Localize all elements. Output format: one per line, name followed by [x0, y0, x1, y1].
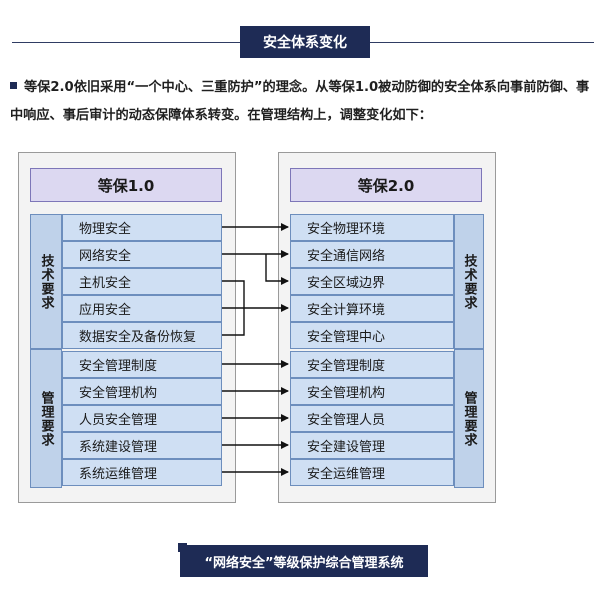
left-mgmt-item: 系统运维管理	[62, 459, 222, 486]
left-mgmt-item: 人员安全管理	[62, 405, 222, 432]
header-rule-left	[12, 42, 240, 43]
category-mgmt-left-label: 管理要求	[38, 390, 54, 447]
left-mgmt-item: 安全管理机构	[62, 378, 222, 405]
category-tech-right: 技术要求	[454, 214, 484, 349]
header-rule-right	[370, 42, 594, 43]
category-mgmt-right: 管理要求	[454, 349, 484, 488]
intro-text: 等保2.0依旧采用“一个中心、三重防护”的理念。从等保1.0被动防御的安全体系向…	[10, 80, 590, 123]
category-tech-left-label: 技术要求	[38, 253, 54, 310]
left-mgmt-item: 安全管理制度	[62, 351, 222, 378]
arrow-network-to-boundary	[265, 254, 289, 285]
right-tech-item: 安全物理环境	[290, 214, 454, 241]
arrow-host-to-compute	[222, 280, 289, 312]
category-mgmt-right-label: 管理要求	[461, 390, 477, 447]
category-tech-left: 技术要求	[30, 214, 62, 349]
left-tech-item: 数据安全及备份恢复	[62, 322, 222, 349]
right-tech-item: 安全区域边界	[290, 268, 454, 295]
right-mgmt-item: 安全管理机构	[290, 378, 454, 405]
right-mgmt-item: 安全管理人员	[290, 405, 454, 432]
footer-label: “网络安全”等级保护综合管理系统	[180, 545, 428, 577]
left-tech-item: 应用安全	[62, 295, 222, 322]
left-tech-item: 物理安全	[62, 214, 222, 241]
right-mgmt-item: 安全管理制度	[290, 351, 454, 378]
square-bullet-icon	[10, 82, 17, 89]
right-tech-item: 安全管理中心	[290, 322, 454, 349]
right-tech-item: 安全计算环境	[290, 295, 454, 322]
category-tech-right-label: 技术要求	[461, 253, 477, 310]
right-tech-item: 安全通信网络	[290, 241, 454, 268]
left-tech-item: 网络安全	[62, 241, 222, 268]
panel-title-left: 等保1.0	[30, 168, 222, 202]
section-title: 安全体系变化	[240, 26, 370, 58]
arrow-data-to-compute	[222, 308, 245, 336]
right-mgmt-item: 安全运维管理	[290, 459, 454, 486]
intro-paragraph: 等保2.0依旧采用“一个中心、三重防护”的理念。从等保1.0被动防御的安全体系向…	[10, 74, 600, 130]
category-mgmt-left: 管理要求	[30, 349, 62, 488]
right-mgmt-item: 安全建设管理	[290, 432, 454, 459]
left-mgmt-item: 系统建设管理	[62, 432, 222, 459]
left-tech-item: 主机安全	[62, 268, 222, 295]
panel-title-right: 等保2.0	[290, 168, 482, 202]
